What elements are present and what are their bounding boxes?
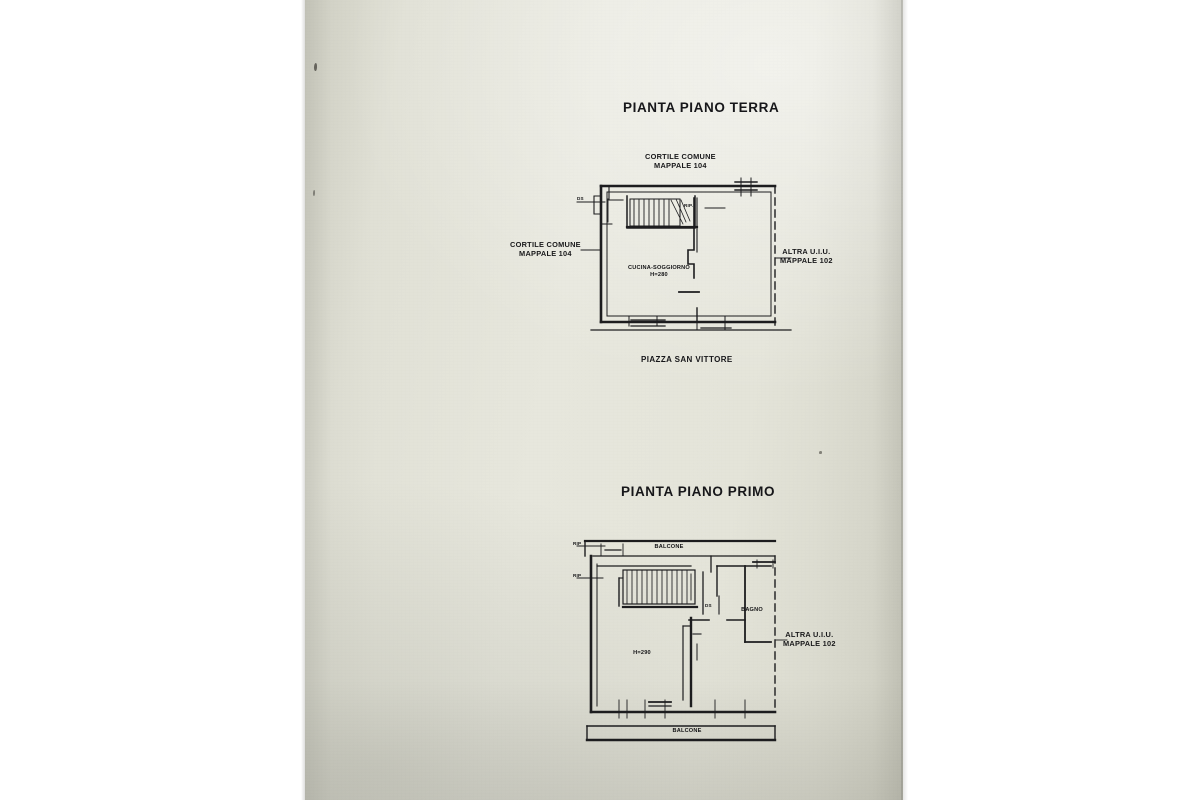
- plan-title-first-floor: PIANTA PIANO PRIMO: [621, 484, 776, 499]
- annotation-right-first-line1: ALTRA U.I.U.: [785, 630, 834, 639]
- ink-mark-upper: [314, 63, 317, 71]
- annotation-left-line1: CORTILE COMUNE: [510, 240, 581, 249]
- plan-title-ground-floor: PIANTA PIANO TERRA: [623, 100, 780, 115]
- annotation-right-first-line2: MAPPALE 102: [783, 639, 836, 648]
- room-height-first-floor: H=290: [633, 650, 651, 656]
- marker-rip-ground: RIP.: [684, 203, 694, 208]
- marker-rip-first-lower: RIP: [573, 573, 582, 578]
- marker-ds-ground: DS: [577, 196, 584, 201]
- annotation-top-line1: CORTILE COMUNE: [645, 152, 716, 161]
- room-height-cucina: H=280: [650, 272, 668, 278]
- marker-rip-first-upper: RIP: [573, 541, 582, 546]
- room-label-balcone-bottom: BALCONE: [672, 728, 702, 734]
- annotation-right-other-unit-first-floor: ALTRA U.I.U. MAPPALE 102: [783, 630, 836, 648]
- annotation-right-line2: MAPPALE 102: [780, 256, 833, 265]
- annotation-top-line2: MAPPALE 104: [654, 161, 707, 170]
- annotation-right-line1: ALTRA U.I.U.: [782, 247, 831, 256]
- ground-floor-drawing: [576, 177, 792, 331]
- first-floor-drawing: [576, 539, 788, 742]
- room-name-cucina: CUCINA-SOGGIORNO: [628, 265, 690, 271]
- ink-mark-right: [819, 451, 822, 454]
- room-label-cucina-soggiorno: CUCINA-SOGGIORNO H=280: [616, 265, 702, 279]
- marker-ds-first: DS: [705, 603, 712, 608]
- room-label-bagno: BAGNO: [741, 607, 763, 613]
- paper-left-edge-shadow: [301, 0, 307, 800]
- annotation-street-name: PIAZZA SAN VITTORE: [641, 355, 733, 364]
- scanned-document-sheet: PIANTA PIANO TERRA CORTILE COMUNE MAPPAL…: [305, 0, 903, 800]
- ink-mark-mid: [313, 190, 315, 196]
- annotation-left-courtyard: CORTILE COMUNE MAPPALE 104: [510, 240, 581, 258]
- room-label-balcone-top: BALCONE: [654, 544, 684, 550]
- annotation-right-other-unit: ALTRA U.I.U. MAPPALE 102: [780, 247, 833, 265]
- paper-right-edge-shadow: [901, 0, 908, 800]
- annotation-left-line2: MAPPALE 104: [519, 249, 572, 258]
- annotation-top-courtyard: CORTILE COMUNE MAPPALE 104: [645, 152, 716, 170]
